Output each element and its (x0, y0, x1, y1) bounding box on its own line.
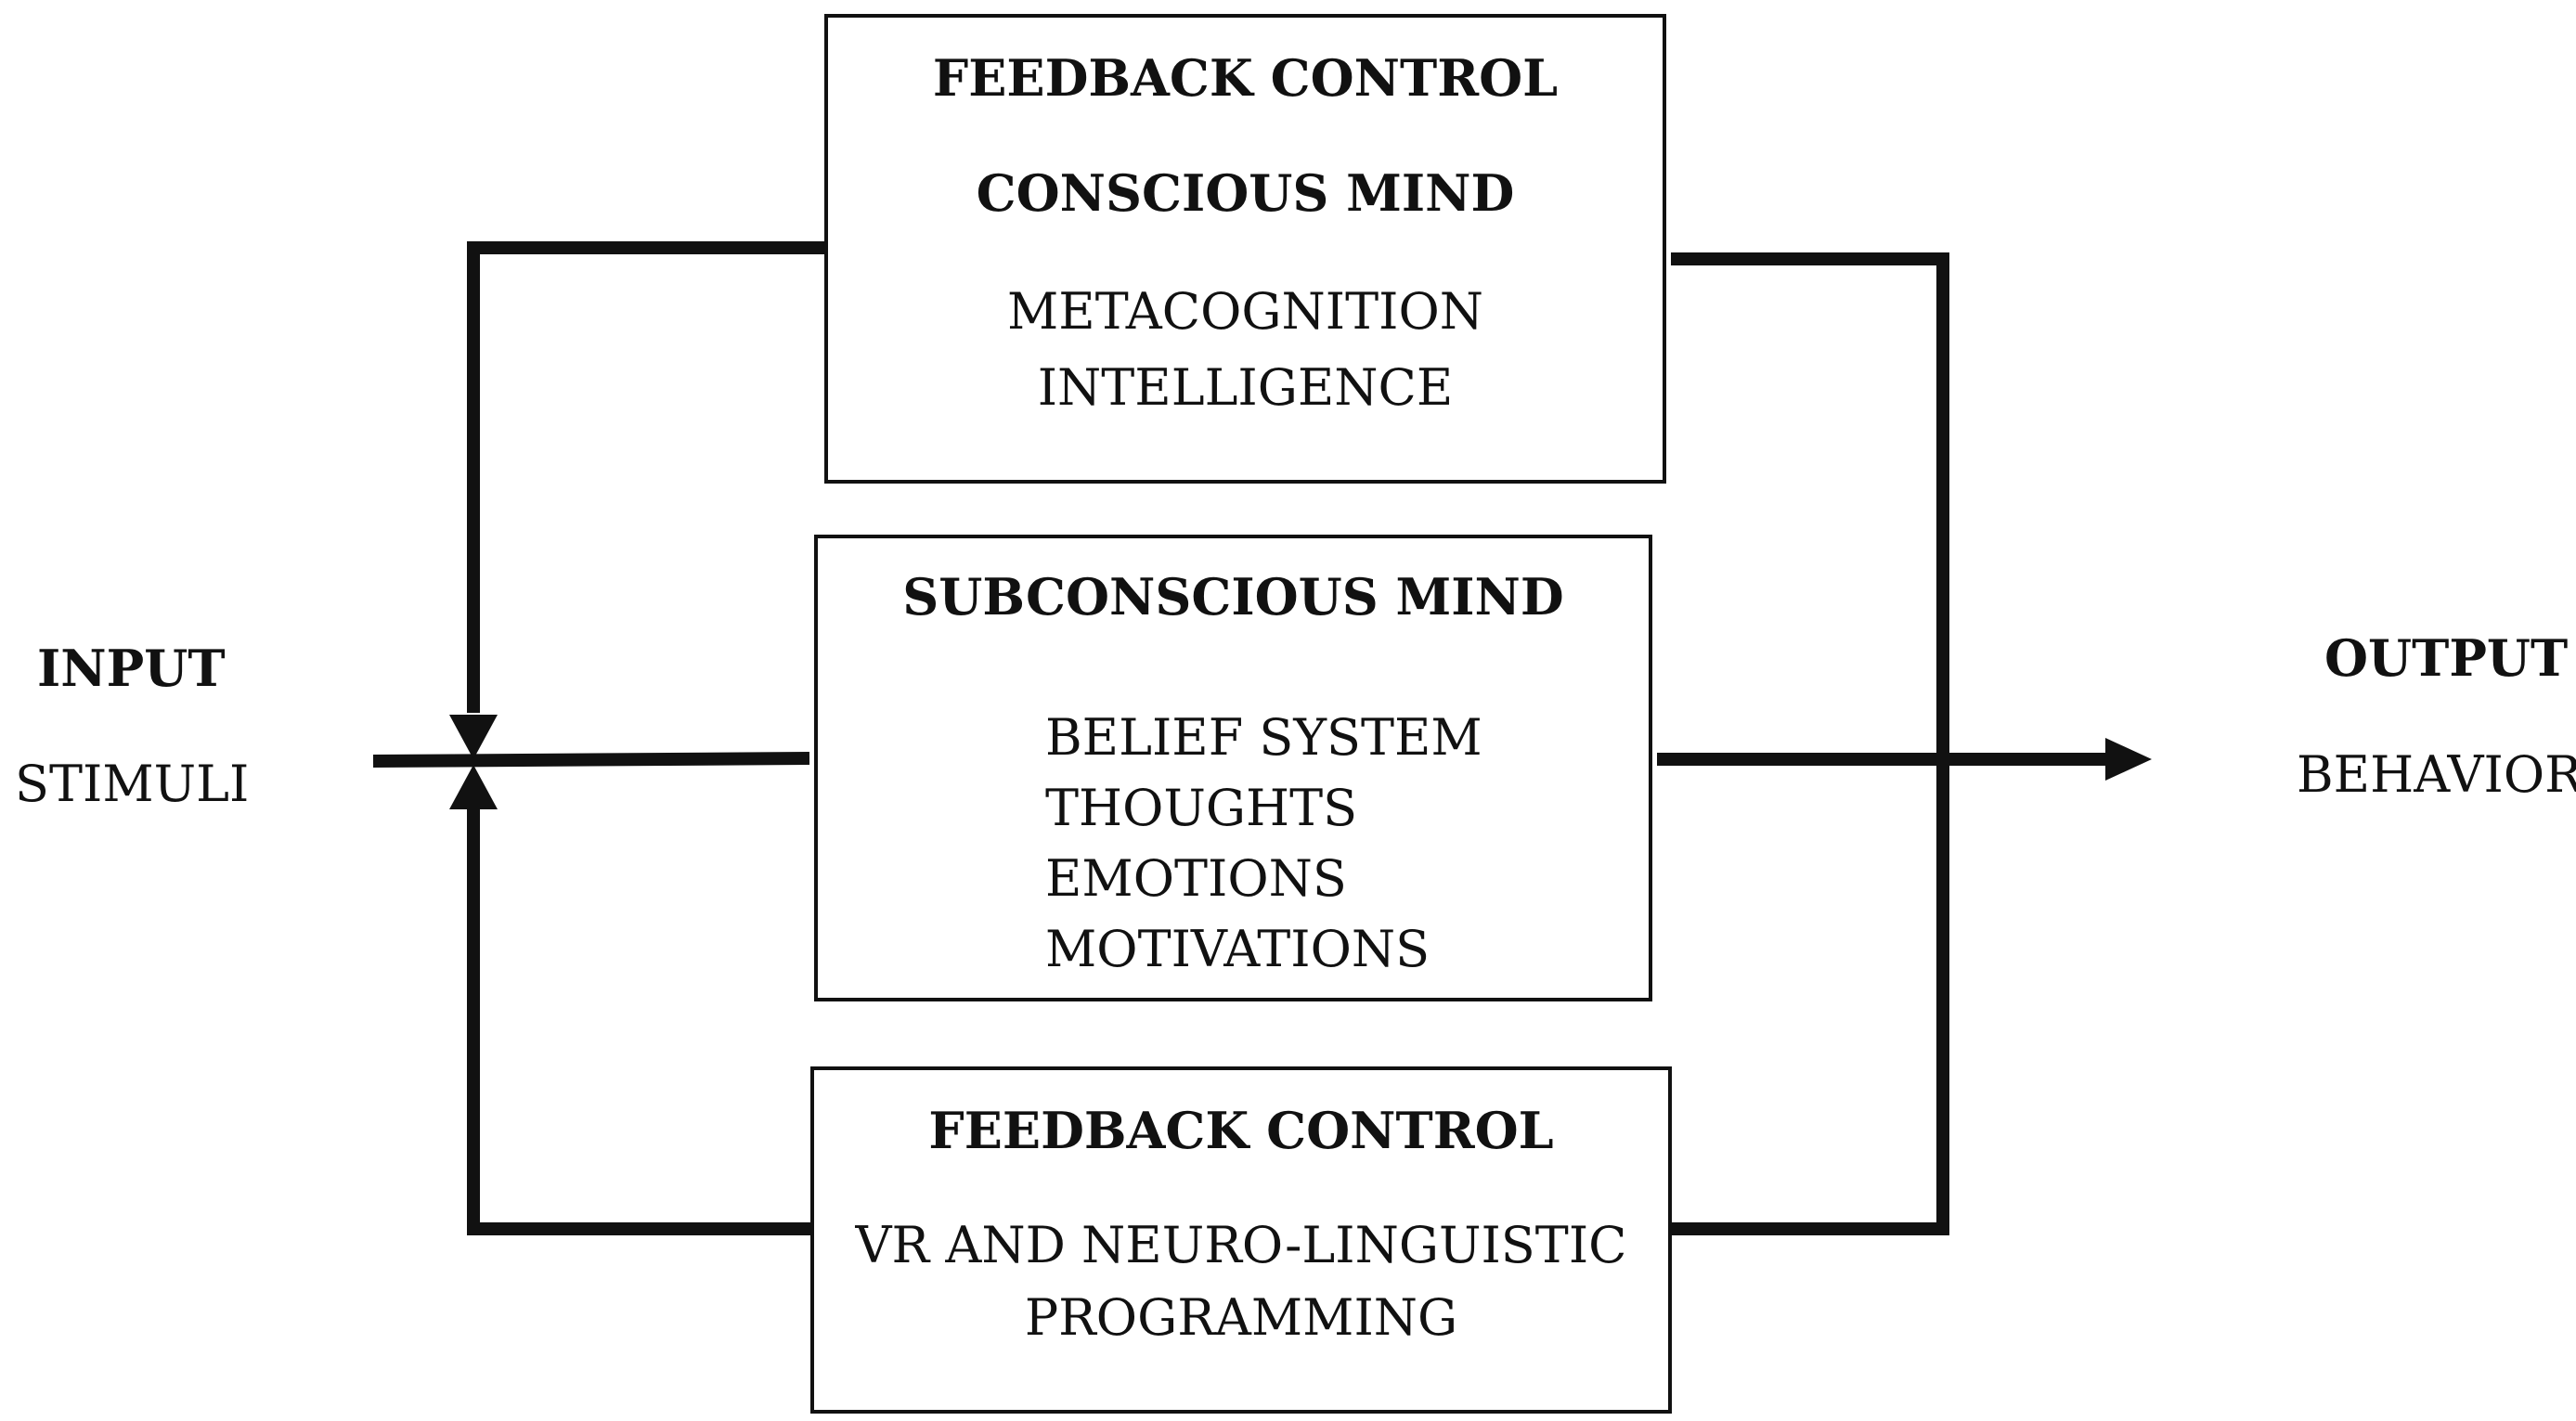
feedback-control-box: FEEDBACK CONTROL VR AND NEURO-LINGUISTIC… (810, 1066, 1672, 1414)
subconscious-mind-box: SUBCONSCIOUS MIND BELIEF SYSTEM THOUGHTS… (814, 535, 1652, 1001)
subconscious-line-thoughts: THOUGHTS (1045, 779, 1358, 837)
output-subtitle: BEHAVIOR (2297, 745, 2576, 804)
input-subtitle: STIMULI (15, 755, 250, 813)
conscious-title: CONSCIOUS MIND (976, 163, 1515, 223)
subconscious-line-belief-system: BELIEF SYSTEM (1045, 708, 1482, 767)
bottom-feedback-loop (467, 809, 810, 1235)
down-arrowhead (449, 715, 498, 759)
up-arrowhead (449, 765, 498, 809)
conscious-mind-box: FEEDBACK CONTROL CONSCIOUS MIND METACOGN… (824, 14, 1666, 484)
conscious-heading: FEEDBACK CONTROL (932, 48, 1559, 108)
subconscious-title: SUBCONSCIOUS MIND (902, 567, 1564, 627)
top-feedback-loop (467, 241, 824, 713)
input-title: INPUT (37, 639, 226, 698)
right-loop (1671, 252, 1949, 1235)
subconscious-line-motivations: MOTIVATIONS (1045, 920, 1430, 978)
feedback-line-programming: PROGRAMMING (1024, 1288, 1458, 1347)
conscious-line-metacognition: METACOGNITION (1007, 282, 1483, 341)
output-arrowhead (2105, 738, 2152, 781)
output-title: OUTPUT (2324, 628, 2569, 688)
conscious-line-intelligence: INTELLIGENCE (1037, 358, 1454, 417)
subconscious-line-emotions: EMOTIONS (1045, 849, 1347, 908)
feedback-heading: FEEDBACK CONTROL (928, 1101, 1554, 1160)
input-line (372, 752, 810, 768)
feedback-line-vr-nlp: VR AND NEURO-LINGUISTIC (855, 1216, 1627, 1274)
